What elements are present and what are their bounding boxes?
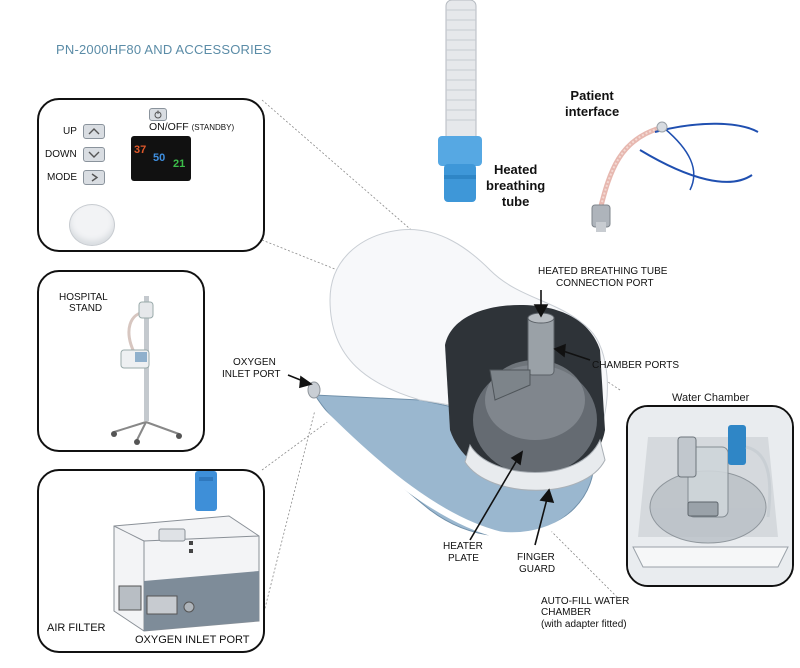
- mode-label: MODE: [47, 172, 77, 183]
- mode-button[interactable]: [83, 170, 105, 185]
- chevron-up-icon: [88, 128, 100, 135]
- heated-tube-line-2: breathing: [486, 178, 546, 193]
- heated-tube-label: Heated breathing tube: [486, 162, 545, 210]
- display-screen: 37 50 21: [131, 136, 191, 181]
- water-chamber-inset: [626, 405, 794, 587]
- hospital-stand-inset: HOSPITAL STAND: [37, 270, 205, 452]
- onoff-label: ON/OFF (STANDBY): [149, 122, 234, 133]
- autofill-label-1: AUTO-FILL WATER: [541, 596, 630, 607]
- flow-value: 50: [153, 152, 166, 164]
- heater-plate-label-2: PLATE: [448, 553, 479, 564]
- patient-interface-line-1: Patient: [570, 88, 614, 103]
- chevron-down-icon: [88, 151, 100, 158]
- patient-interface-label: Patient interface: [565, 88, 619, 120]
- finger-guard-label-2: GUARD: [519, 564, 556, 575]
- heater-plate-label-1: HEATER: [443, 541, 483, 552]
- connection-port-label-2: CONNECTION PORT: [556, 278, 654, 289]
- control-panel-inset: UP DOWN MODE ON/OFF (STANDBY) 37 50 21: [37, 98, 265, 252]
- power-button[interactable]: [149, 108, 167, 121]
- oxygen-value: 21: [173, 158, 186, 170]
- diagram-title: PN-2000HF80 AND ACCESSORIES: [56, 42, 272, 57]
- standby-text: (STANDBY): [191, 123, 235, 132]
- water-chamber-title: Water Chamber: [672, 392, 750, 404]
- down-label: DOWN: [45, 149, 77, 160]
- chamber-ports-label: CHAMBER PORTS: [592, 360, 680, 371]
- rear-view-inset: AIR FILTER OXYGEN INLET PORT: [37, 469, 265, 653]
- oxygen-inlet-label-2: INLET PORT: [222, 369, 281, 380]
- down-button[interactable]: [83, 147, 105, 162]
- rotary-knob[interactable]: [69, 204, 115, 246]
- onoff-text: ON/OFF: [149, 121, 189, 133]
- up-button[interactable]: [83, 124, 105, 139]
- air-filter-label: AIR FILTER: [47, 622, 106, 634]
- heated-tube-line-3: tube: [501, 194, 530, 209]
- humidifier-device: [302, 229, 608, 540]
- autofill-label-3: (with adapter fitted): [541, 619, 627, 630]
- up-label: UP: [63, 126, 77, 137]
- heated-breathing-tube: [438, 0, 482, 202]
- autofill-label-2: CHAMBER: [541, 607, 592, 618]
- finger-guard-label-1: FINGER: [517, 552, 555, 563]
- hospital-stand-illustration: [111, 296, 182, 445]
- rear-view-illustration: [113, 471, 260, 632]
- temperature-value: 37: [134, 144, 147, 156]
- patient-interface: [591, 121, 759, 232]
- hospital-stand-label-1: HOSPITAL: [59, 292, 108, 303]
- patient-interface-line-2: interface: [565, 104, 620, 119]
- heated-tube-line-1: Heated: [493, 162, 538, 177]
- connection-port-label-1: HEATED BREATHING TUBE: [538, 266, 668, 277]
- hospital-stand-label-2: STAND: [69, 303, 103, 314]
- oxygen-inlet-label-1: OXYGEN: [233, 357, 276, 368]
- water-chamber-illustration: [628, 407, 792, 585]
- power-icon: [154, 110, 162, 119]
- oxygen-inlet-port-label: OXYGEN INLET PORT: [135, 634, 250, 646]
- chevron-right-icon: [91, 173, 99, 182]
